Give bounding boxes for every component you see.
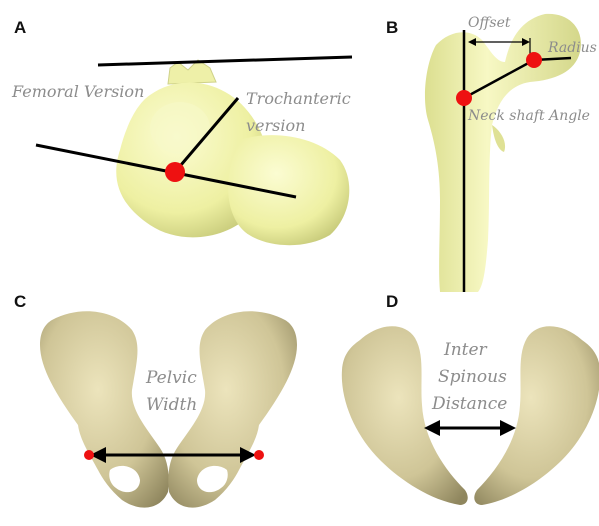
panel-label-a: A bbox=[14, 18, 26, 38]
trochanteric-label-line1: Trochanteric bbox=[246, 89, 351, 108]
panel-c: Pelvic Width bbox=[40, 311, 297, 507]
panel-label-c: C bbox=[14, 292, 26, 312]
pelvic-width-label-line1: Pelvic bbox=[145, 368, 197, 388]
panel-d: Inter Spinous Distance bbox=[342, 326, 599, 505]
femoral-head-marker bbox=[526, 52, 542, 68]
inter-spinous-label-line2: Spinous bbox=[438, 367, 507, 387]
femoral-head-center-marker bbox=[165, 162, 185, 182]
inter-spinous-arrow-right bbox=[500, 420, 516, 436]
pelvic-width-left-marker bbox=[84, 450, 94, 460]
panel-label-d: D bbox=[386, 292, 398, 312]
pelvic-width-right-marker bbox=[254, 450, 264, 460]
femoral-version-reference-line bbox=[98, 57, 352, 65]
offset-label: Offset bbox=[468, 15, 511, 31]
radius-label: Radius bbox=[547, 40, 597, 56]
femur-top-view bbox=[116, 60, 349, 245]
pelvic-width-label-line2: Width bbox=[146, 395, 197, 415]
femoral-version-label: Femoral Version bbox=[11, 82, 144, 101]
trochanteric-label-line2: version bbox=[246, 116, 305, 135]
panel-b: Offset Radius Neck shaft Angle bbox=[425, 14, 597, 292]
neck-shaft-angle-label: Neck shaft Angle bbox=[467, 108, 590, 124]
inter-spinous-label-line1: Inter bbox=[443, 340, 488, 360]
panel-a: Femoral Version Trochanteric version bbox=[11, 57, 352, 245]
neck-shaft-marker bbox=[456, 90, 472, 106]
inter-spinous-label-line3: Distance bbox=[431, 394, 507, 414]
panel-label-b: B bbox=[386, 18, 398, 38]
